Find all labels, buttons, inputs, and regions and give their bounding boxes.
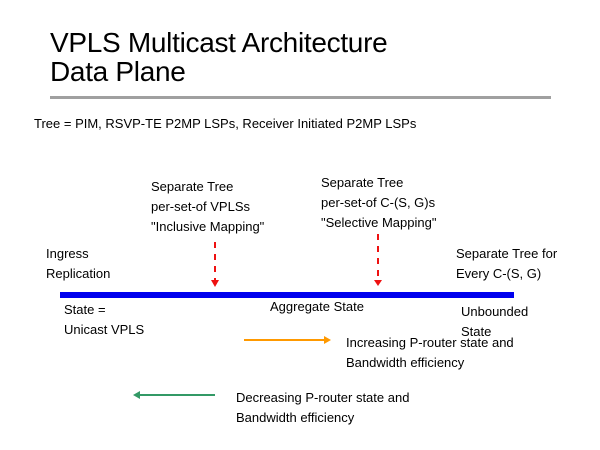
selective-marker-arrow <box>374 234 382 286</box>
tree-types-text: Tree = PIM, RSVP-TE P2MP LSPs, Receiver … <box>34 116 417 131</box>
label-line: State <box>461 324 492 339</box>
title-line-2: Data Plane <box>50 56 186 87</box>
label-line: "Inclusive Mapping" <box>151 219 265 234</box>
ingress-replication-label: Ingress Replication <box>46 244 110 284</box>
label-line: Bandwidth efficiency <box>346 355 465 370</box>
increasing-arrow <box>244 336 331 344</box>
slide-title: VPLS Multicast Architecture Data Plane <box>50 27 388 87</box>
label-line: Separate Tree <box>151 179 234 194</box>
arrowhead <box>133 391 140 399</box>
label-line: per-set-of VPLSs <box>151 199 250 214</box>
unbounded-state-label: Unbounded State <box>461 302 528 342</box>
selective-mapping-label: Separate Tree per-set-of C-(S, G)s "Sele… <box>321 173 436 233</box>
label-line: "Selective Mapping" <box>321 215 437 230</box>
title-divider <box>50 96 551 99</box>
label-line: Ingress <box>46 246 89 261</box>
label-line: Replication <box>46 266 111 281</box>
label-line: Decreasing P-router state and <box>236 390 410 405</box>
label-line: Separate Tree <box>321 175 404 190</box>
increasing-label: Increasing P-router state and Bandwidth … <box>346 333 514 373</box>
spectrum-bar <box>60 292 514 298</box>
unicast-state-label: State = Unicast VPLS <box>64 300 144 340</box>
label-line: Unbounded <box>461 304 529 319</box>
inclusive-marker-arrow <box>211 242 219 287</box>
label-line: State = <box>64 302 106 317</box>
label-line: Increasing P-router state and <box>346 335 514 350</box>
inclusive-mapping-label: Separate Tree per-set-of VPLSs "Inclusiv… <box>151 177 264 237</box>
label-line: Every C-(S, G) <box>456 266 542 281</box>
arrowhead <box>211 280 219 287</box>
label-line: Bandwidth efficiency <box>236 410 355 425</box>
aggregate-state-label: Aggregate State <box>270 299 364 314</box>
decreasing-label: Decreasing P-router state and Bandwidth … <box>236 388 409 428</box>
title-line-1: VPLS Multicast Architecture <box>50 27 388 58</box>
decreasing-arrow <box>133 391 215 399</box>
label-line: Separate Tree for <box>456 246 558 261</box>
label-line: Unicast VPLS <box>64 322 145 337</box>
every-csg-label: Separate Tree for Every C-(S, G) <box>456 244 557 284</box>
arrowhead <box>324 336 331 344</box>
label-line: per-set-of C-(S, G)s <box>321 195 436 210</box>
arrowhead <box>374 280 382 286</box>
